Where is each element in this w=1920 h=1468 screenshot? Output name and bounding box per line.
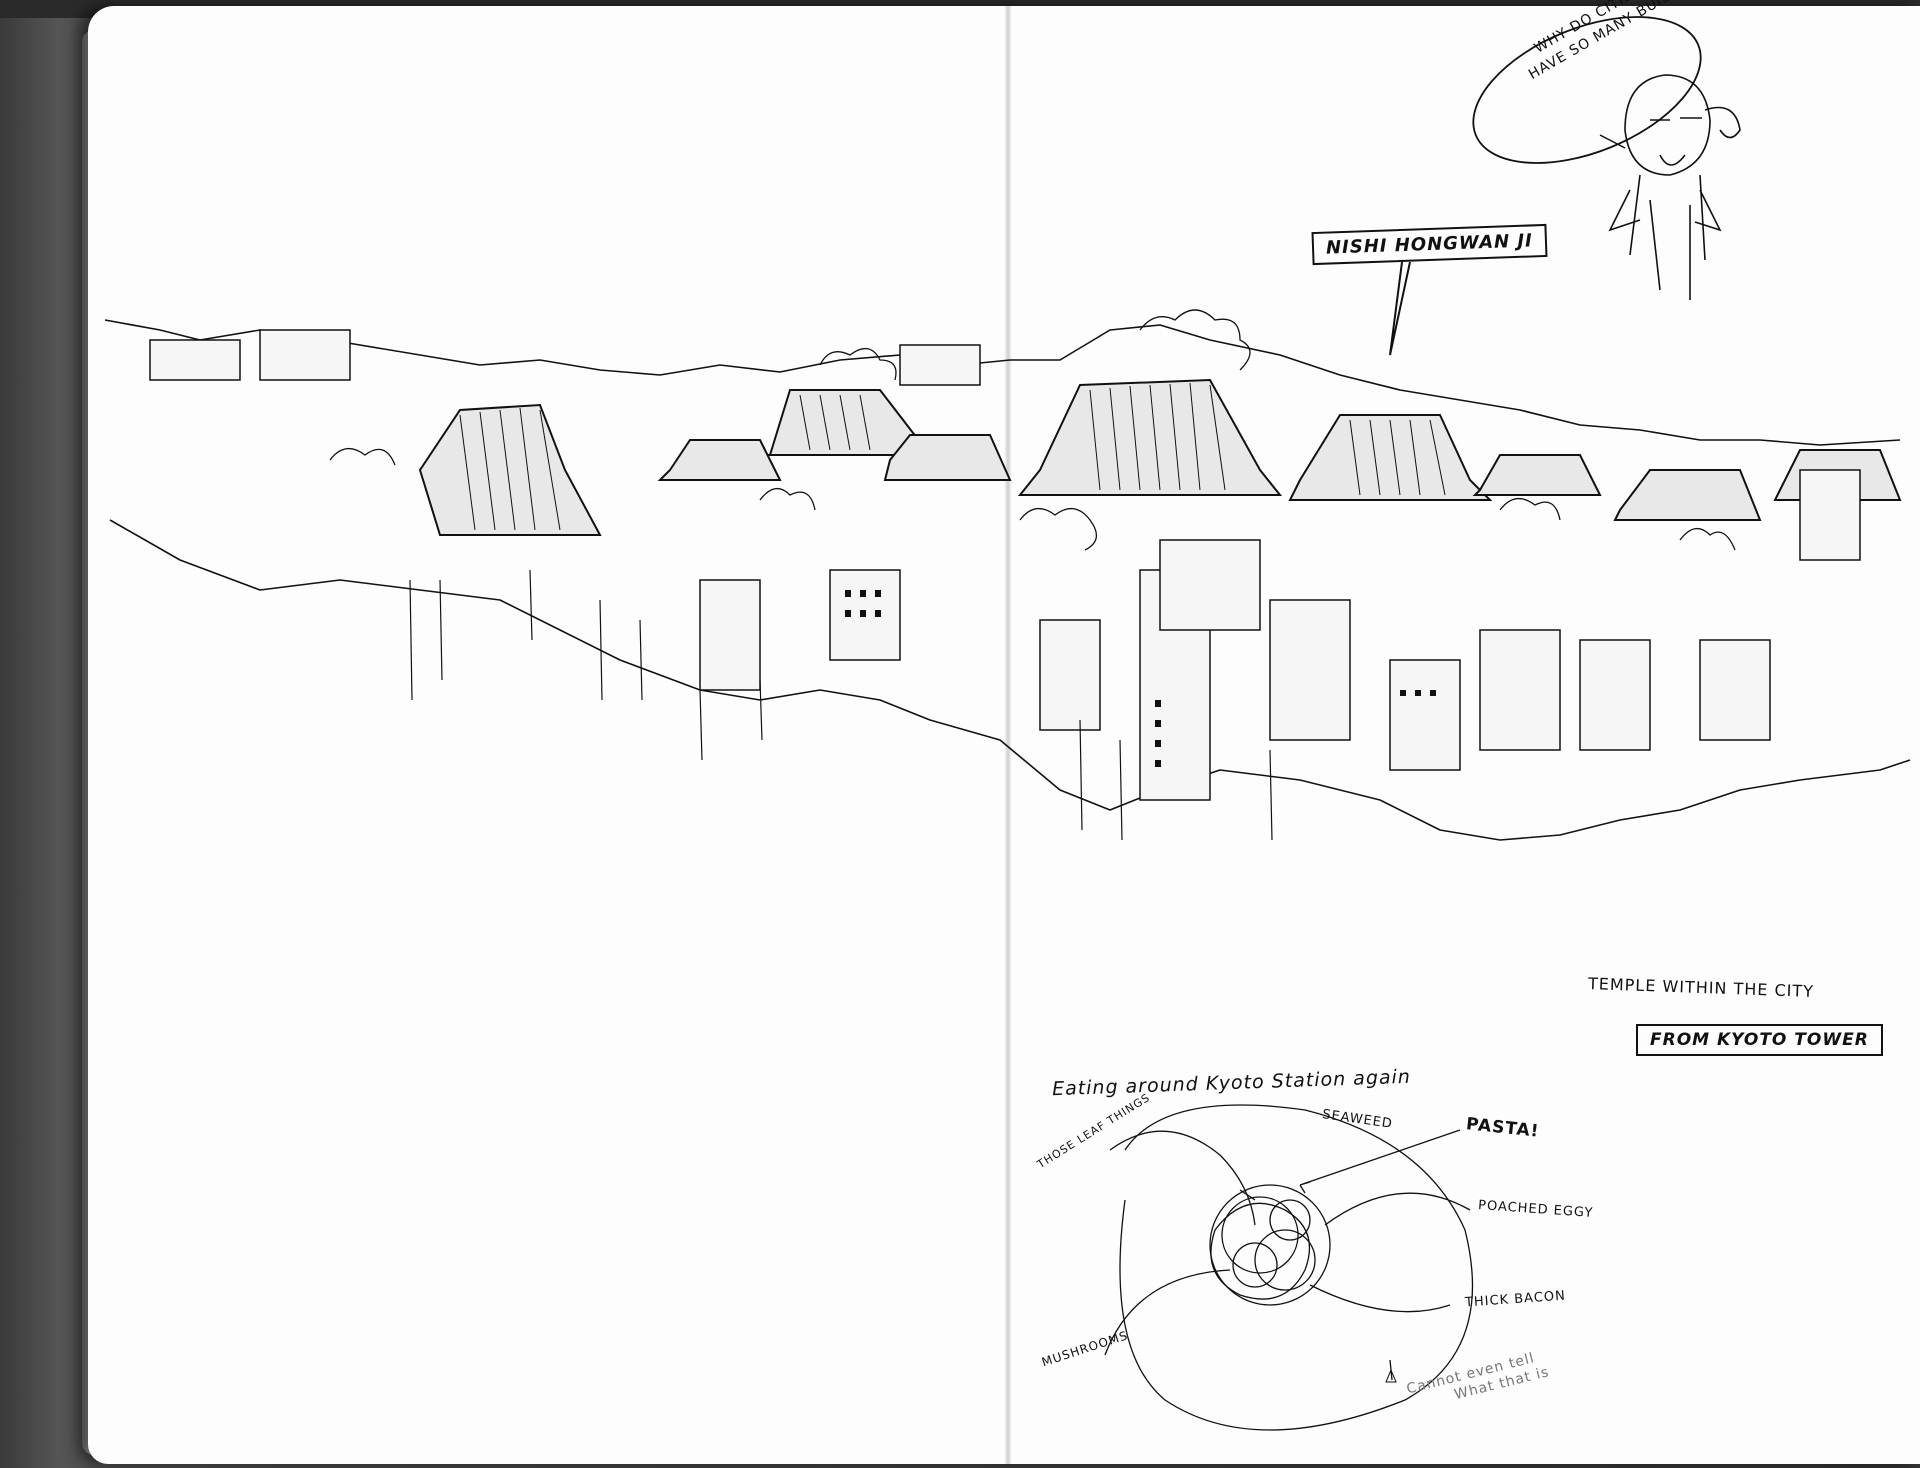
girl-doodle — [1608, 74, 1741, 300]
food-scribble — [1104, 1104, 1474, 1431]
book-gutter — [1004, 6, 1012, 1464]
temple-name-text: NISHI HONGWAN JI — [1325, 230, 1534, 259]
caption-subtitle: FROM KYOTO TOWER — [1636, 1024, 1883, 1056]
